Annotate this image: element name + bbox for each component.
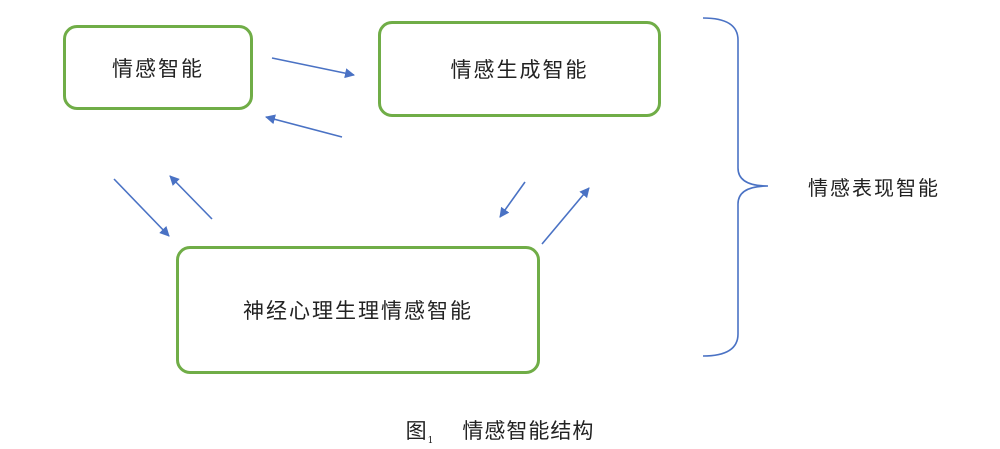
figure-number: 1: [427, 436, 435, 447]
grouping-brace: [702, 17, 769, 357]
node-label: 情感智能: [112, 56, 204, 81]
arrow-generation-to-neuro: [499, 181, 526, 218]
node-emotional-intelligence: 情感智能: [63, 25, 253, 110]
figure-title: 情感智能结构: [462, 419, 595, 443]
figure-label: 图1: [405, 419, 435, 447]
arrow-ei-to-neuro: [113, 178, 170, 237]
node-label: 神经心理生理情感智能: [243, 299, 473, 323]
arrow-ei-to-generation: [271, 57, 355, 79]
arrow-neuro-to-ei: [169, 175, 213, 220]
arrow-neuro-to-generation: [541, 187, 590, 245]
node-label: 情感生成智能: [450, 58, 589, 82]
group-label: 情感表现智能: [808, 176, 940, 200]
node-emotion-generation: 情感生成智能: [378, 21, 661, 117]
arrow-generation-to-ei: [265, 114, 343, 138]
figure-caption: 图1 情感智能结构: [0, 415, 1000, 446]
node-neuro-physio: 神经心理生理情感智能: [176, 246, 540, 374]
